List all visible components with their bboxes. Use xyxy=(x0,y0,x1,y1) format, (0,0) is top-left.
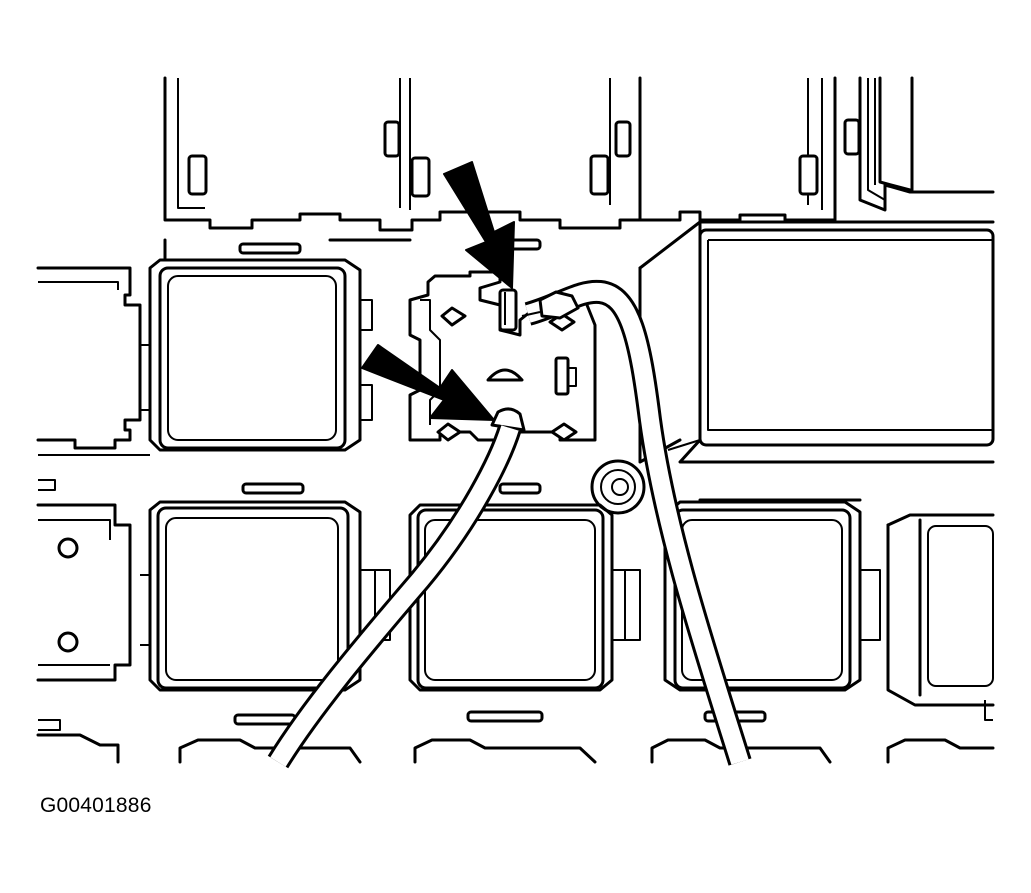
connector-holder xyxy=(408,270,597,442)
round-post xyxy=(590,459,646,515)
bottom-edge xyxy=(36,700,995,764)
cables xyxy=(267,279,752,769)
relay-middle-left xyxy=(148,258,373,452)
arrow-bottom-terminal xyxy=(361,344,495,421)
figure-id-label: G00401886 xyxy=(40,794,152,817)
middle-band xyxy=(36,238,542,456)
top-relay-sockets xyxy=(163,76,995,232)
bottom-relays xyxy=(148,500,995,707)
relay-middle-right xyxy=(638,220,995,464)
arrow-top-terminal xyxy=(443,161,515,289)
arrows xyxy=(361,161,515,421)
